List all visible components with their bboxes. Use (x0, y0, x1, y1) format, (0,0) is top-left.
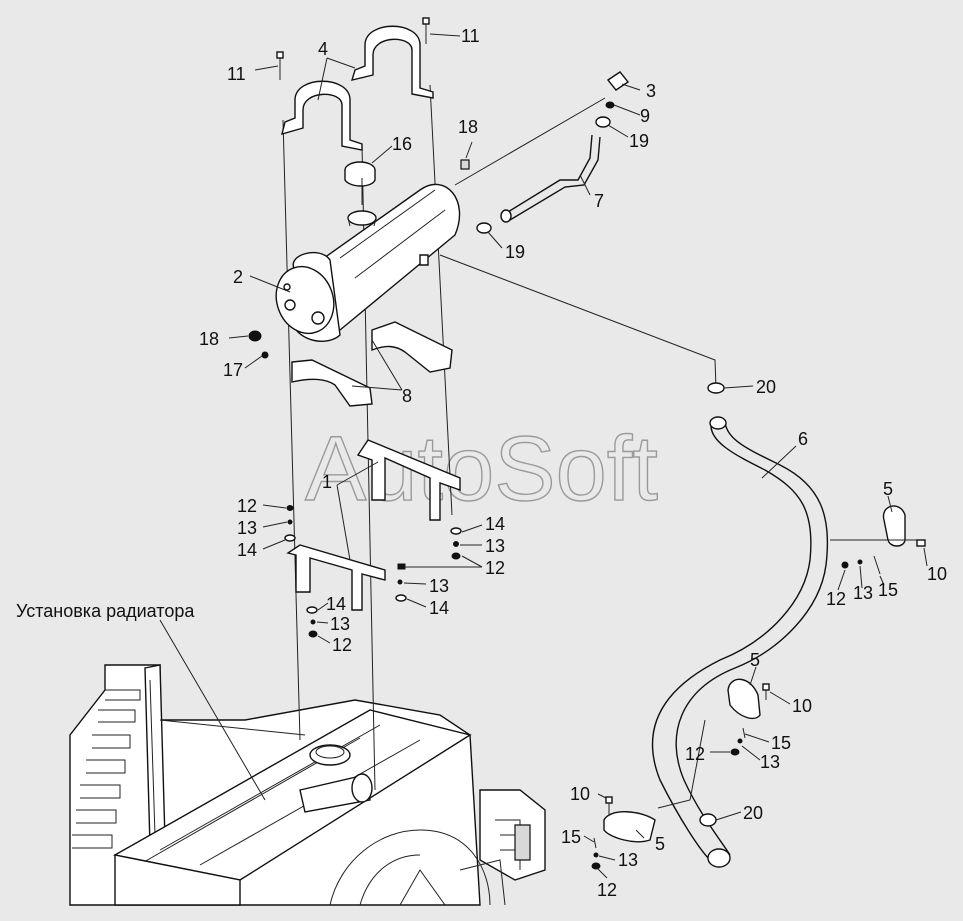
leader-lines (159, 33, 928, 879)
hose-clip-right (830, 505, 926, 575)
callout-3: 3 (646, 81, 656, 101)
callout-11-left: 11 (227, 64, 246, 84)
fitting-3 (606, 71, 630, 91)
strap-clamp-left (281, 80, 363, 151)
callout-11-right: 11 (461, 26, 480, 46)
callout-13-left: 13 (237, 518, 257, 538)
callout-2: 2 (233, 267, 243, 287)
fastener-stack-lower-right (395, 563, 407, 602)
callout-17: 17 (223, 360, 243, 380)
callout-13-middle: 13 (760, 752, 780, 772)
callout-5-bottom: 5 (655, 834, 665, 854)
callout-12-bottom: 12 (597, 880, 617, 900)
callout-8: 8 (402, 386, 412, 406)
bolt-11-right (422, 17, 430, 44)
nut-18-bottom (248, 330, 262, 342)
clamp-19-bottom (476, 222, 492, 234)
callout-19-bottom: 19 (505, 242, 525, 262)
callout-15-right: 15 (878, 580, 898, 600)
callout-12-cr: 12 (485, 558, 505, 578)
callout-18-bottom: 18 (199, 329, 219, 349)
callout-13-right: 13 (853, 583, 873, 603)
fastener-stack-left (284, 505, 296, 542)
callout-15-bottom: 15 (561, 827, 581, 847)
filler-cap (344, 161, 376, 205)
callout-14-lr: 14 (429, 598, 449, 618)
tank-pad-upper (371, 321, 453, 373)
watermark: AutoSoft (305, 418, 658, 520)
radiator-assembly (69, 664, 546, 906)
callout-20-bottom: 20 (743, 803, 763, 823)
callout-13-ll: 13 (330, 614, 350, 634)
clamp-19-top (595, 116, 611, 128)
tank-pad-lower (291, 359, 373, 407)
callout-14-ll: 14 (326, 594, 346, 614)
callout-18-top: 18 (458, 117, 478, 137)
coolant-hose (651, 416, 829, 868)
callout-5-middle: 5 (750, 650, 760, 670)
washer-17 (261, 351, 269, 359)
callout-10-bottom: 10 (570, 784, 590, 804)
callout-20-top: 20 (756, 377, 776, 397)
callout-10-right: 10 (927, 564, 947, 584)
assembly-label: Установка радиатора (16, 601, 195, 621)
bolt-11-left (276, 51, 284, 80)
nut-18-top (460, 159, 470, 170)
bracket-lower (286, 544, 386, 611)
callout-12-middle: 12 (685, 744, 705, 764)
callout-14-cr: 14 (485, 514, 505, 534)
fastener-stack-lower-left (306, 606, 318, 638)
clamp-20-bottom (699, 813, 717, 827)
callout-12-right: 12 (826, 589, 846, 609)
callout-6: 6 (798, 429, 808, 449)
hose-clip-bottom (591, 796, 656, 870)
callout-labels: 4 11 11 3 9 19 7 19 18 16 2 18 17 8 1 12… (16, 26, 947, 900)
expansion-tank (275, 183, 461, 342)
hose-clip-middle (727, 678, 770, 756)
callout-14-left: 14 (237, 540, 257, 560)
clamp-20-top (707, 382, 725, 394)
callout-12-left: 12 (237, 496, 257, 516)
callout-1: 1 (322, 472, 332, 492)
fastener-stack-center-right (450, 527, 462, 560)
callout-13-cr: 13 (485, 536, 505, 556)
strap-clamp-right (350, 25, 434, 99)
washer-9 (605, 101, 615, 109)
vent-hose (500, 134, 601, 223)
callout-16: 16 (392, 134, 412, 154)
callout-7: 7 (594, 191, 604, 211)
callout-10-middle: 10 (792, 696, 812, 716)
callout-13-lr: 13 (429, 576, 449, 596)
callout-13-bottom: 13 (618, 850, 638, 870)
callout-4: 4 (318, 39, 328, 59)
callout-19-top: 19 (629, 131, 649, 151)
bracket-upper (356, 439, 461, 521)
callout-9: 9 (640, 106, 650, 126)
callout-12-ll: 12 (332, 635, 352, 655)
callout-5-right: 5 (883, 479, 893, 499)
callout-15-middle: 15 (771, 733, 791, 753)
